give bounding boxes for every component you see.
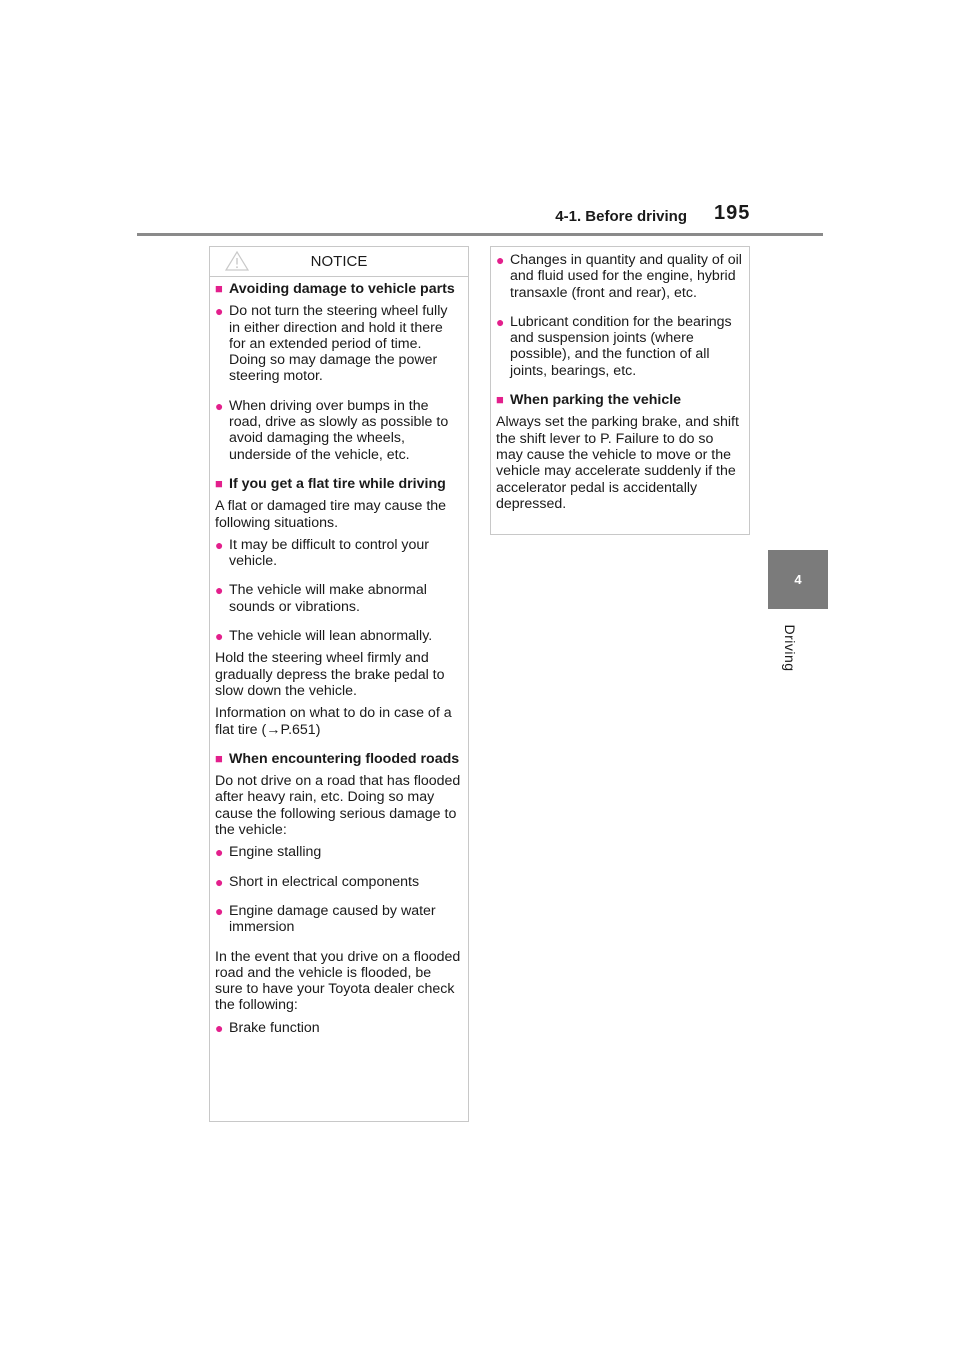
bullet-icon: ● [215, 303, 224, 320]
warning-triangle-icon [224, 250, 250, 275]
paragraph: Do not drive on a road that has flooded … [215, 773, 461, 839]
arrow-right-icon: → [266, 721, 281, 738]
list-item: ● Lubricant condition for the bearings a… [496, 313, 732, 379]
chapter-number: 4 [794, 572, 802, 587]
section-heading: ■ When encountering flooded roads [215, 750, 460, 767]
bullet-icon: ● [215, 1019, 224, 1036]
bullet-icon: ● [496, 313, 505, 330]
list-item: ● Engine stalling [215, 844, 322, 861]
list-item: ● The vehicle will lean abnormally. [215, 628, 433, 645]
header-rule [137, 233, 823, 236]
chapter-label: Driving [782, 624, 798, 672]
section-heading: ■ Avoiding damage to vehicle parts [215, 281, 455, 297]
page-number: 195 [714, 202, 751, 224]
square-bullet-icon: ■ [215, 281, 223, 296]
list-item: ● Do not turn the steering wheel fully i… [215, 303, 448, 385]
notice-header: NOTICE [210, 247, 468, 277]
bullet-icon: ● [215, 397, 224, 414]
list-item: ● When driving over bumps in the road, d… [215, 397, 449, 463]
section-title: 4-1. Before driving [555, 208, 687, 225]
list-item: ● Brake function [215, 1019, 320, 1036]
list-item: ● The vehicle will make abnormal sounds … [215, 582, 427, 615]
paragraph: In the event that you drive on a flooded… [215, 948, 461, 1014]
list-item: ● Engine damage caused by water immersio… [215, 902, 436, 936]
notice-box-continued: ● Changes in quantity and quality of oil… [490, 246, 750, 535]
bullet-icon: ● [215, 536, 224, 553]
list-item: ● Changes in quantity and quality of oil… [496, 252, 742, 301]
bullet-icon: ● [215, 902, 224, 919]
bullet-icon: ● [215, 844, 224, 861]
paragraph: A flat or damaged tire may cause the fol… [215, 498, 447, 531]
square-bullet-icon: ■ [496, 392, 504, 408]
bullet-icon: ● [496, 252, 505, 268]
notice-label: NOTICE [310, 253, 368, 270]
section-heading: ■ If you get a flat tire while driving [215, 475, 446, 492]
paragraph: Information on what to do in case of a f… [215, 705, 452, 738]
square-bullet-icon: ■ [215, 475, 223, 491]
paragraph: Always set the parking brake, and shift … [496, 414, 739, 512]
list-item: ● It may be difficult to control your ve… [215, 536, 430, 570]
bullet-icon: ● [215, 873, 224, 890]
bullet-icon: ● [215, 582, 224, 599]
chapter-tab[interactable]: 4 [768, 550, 828, 609]
notice-box: NOTICE ■ Avoiding damage to vehicle part… [209, 246, 469, 1122]
page-reference-link[interactable]: →P.651 [266, 721, 316, 738]
bullet-icon: ● [215, 628, 224, 645]
notice-body-continued: ● Changes in quantity and quality of oil… [491, 247, 749, 512]
section-heading: ■ When parking the vehicle [496, 392, 682, 409]
list-item: ● Short in electrical components [215, 873, 420, 890]
notice-body: ■ Avoiding damage to vehicle parts ● Do … [210, 277, 468, 1036]
paragraph: Hold the steering wheel firmly and gradu… [215, 650, 445, 699]
square-bullet-icon: ■ [215, 750, 223, 766]
